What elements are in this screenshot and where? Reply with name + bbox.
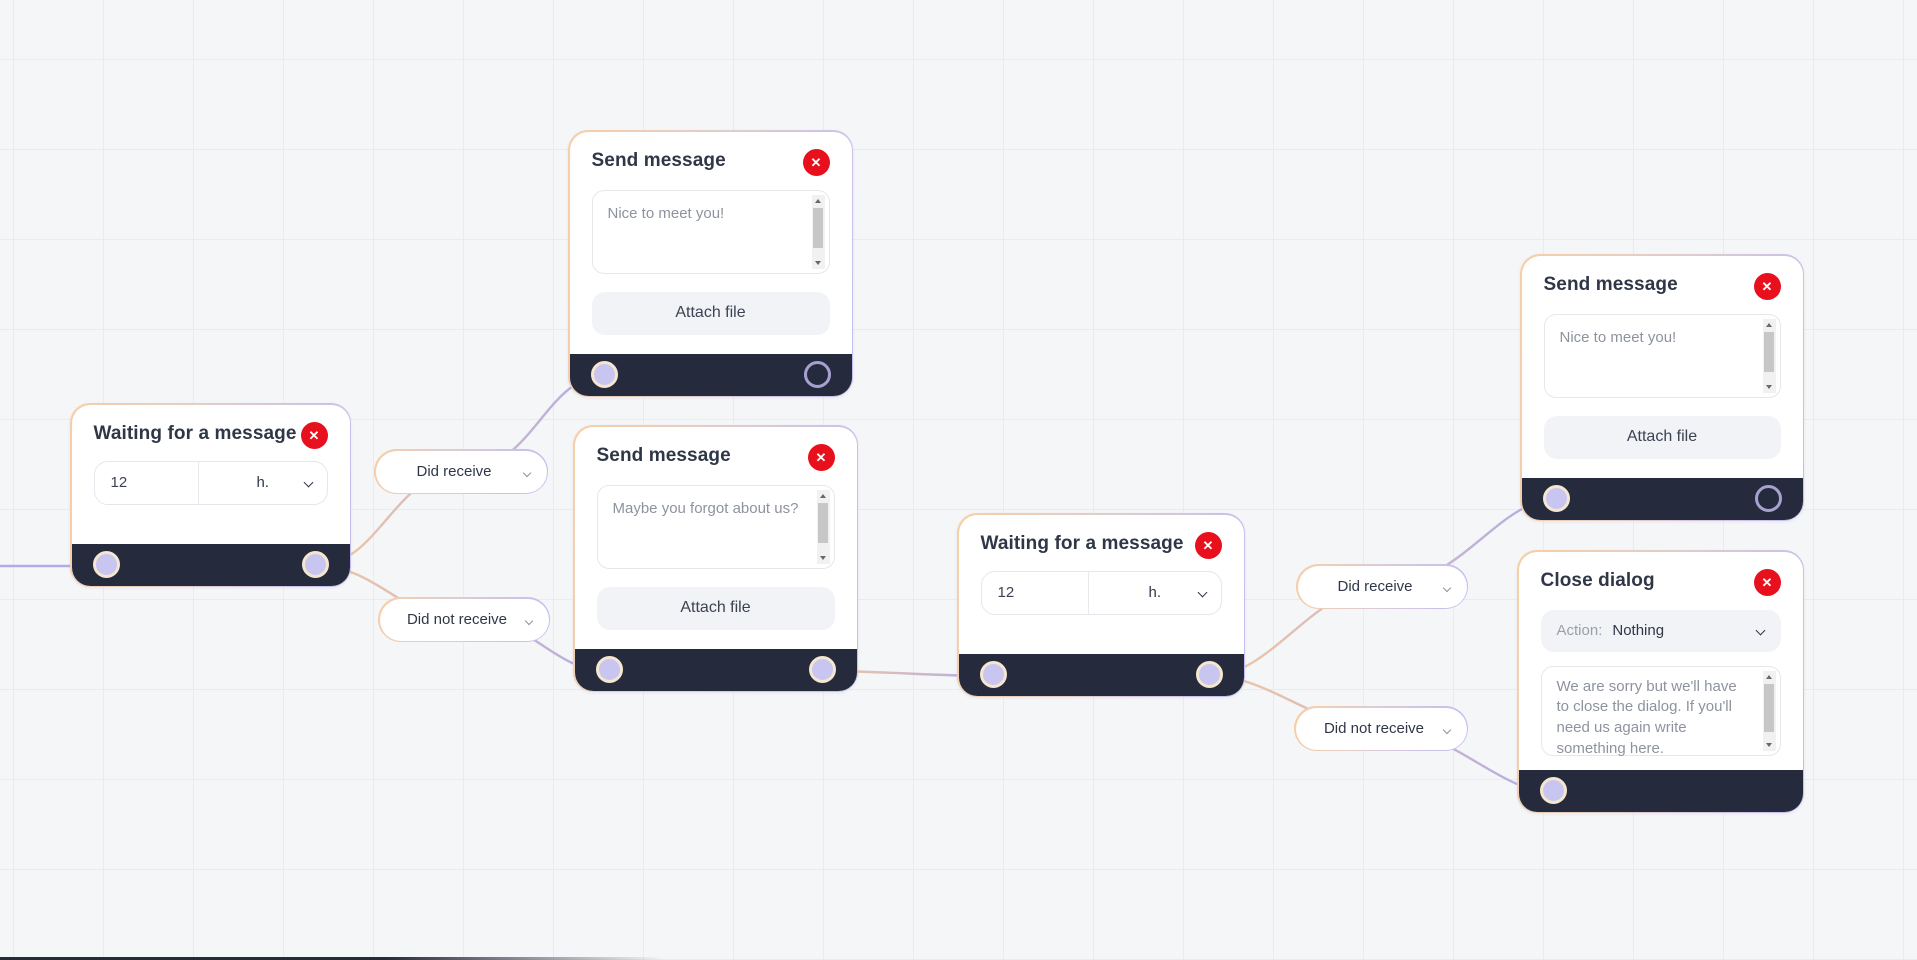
wait-duration-group: h. <box>980 570 1222 615</box>
chevron-down-icon <box>1755 625 1765 636</box>
bottom-window-edge <box>0 957 700 960</box>
node-footer <box>71 543 350 586</box>
message-text: Nice to meet you! <box>607 204 725 222</box>
message-textarea[interactable]: Nice to meet you! <box>1543 313 1781 398</box>
close-node-button[interactable]: ✕ <box>1753 568 1781 596</box>
attach-file-button[interactable]: Attach file <box>1543 415 1781 459</box>
message-textarea[interactable]: Maybe you forgot about us? <box>596 484 835 569</box>
scrollbar[interactable] <box>1762 670 1776 751</box>
scrollbar-thumb[interactable] <box>1764 683 1774 732</box>
node-waiting-for-message-1[interactable]: Waiting for a message ✕ h. <box>70 403 351 587</box>
node-footer <box>569 353 852 396</box>
node-title: Send message <box>591 149 726 171</box>
input-port[interactable] <box>590 361 618 388</box>
chevron-down-icon <box>522 468 531 477</box>
scroll-down-icon[interactable] <box>1762 380 1776 393</box>
node-title: Send message <box>1543 273 1678 295</box>
close-node-button[interactable]: ✕ <box>1753 272 1781 300</box>
duration-unit-value: h. <box>256 474 269 491</box>
chevron-down-icon <box>1197 587 1207 597</box>
node-title: Waiting for a message <box>980 532 1184 554</box>
close-icon: ✕ <box>810 154 822 170</box>
duration-unit-value: h. <box>1148 584 1162 601</box>
close-icon: ✕ <box>815 449 827 465</box>
duration-input[interactable] <box>981 571 1090 614</box>
edge-label-did-not-receive-2[interactable]: Did not receive <box>1294 706 1468 751</box>
message-textarea[interactable]: Nice to meet you! <box>591 189 830 274</box>
output-port[interactable] <box>803 361 831 388</box>
close-icon: ✕ <box>1202 537 1214 553</box>
node-title: Waiting for a message <box>93 422 297 444</box>
message-text: Nice to meet you! <box>1559 328 1677 346</box>
duration-unit-select[interactable]: h. <box>199 462 327 504</box>
edge-label-did-not-receive-1[interactable]: Did not receive <box>378 597 550 642</box>
node-close-dialog[interactable]: Close dialog ✕ Action: Nothing We are so… <box>1517 550 1804 813</box>
scrollbar-thumb[interactable] <box>818 502 828 543</box>
message-textarea[interactable]: We are sorry but we'll have to close the… <box>1540 665 1781 757</box>
scroll-up-icon[interactable] <box>1762 670 1776 683</box>
scrollbar-thumb[interactable] <box>813 207 823 248</box>
chevron-down-icon <box>1442 725 1451 734</box>
chevron-down-icon <box>1442 583 1451 592</box>
duration-input[interactable] <box>94 461 199 504</box>
edge-label-did-receive-1[interactable]: Did receive <box>374 449 548 494</box>
node-send-message-2[interactable]: Send message ✕ Maybe you forgot about us… <box>573 425 858 692</box>
message-text: We are sorry but we'll have to close the… <box>1556 677 1737 757</box>
node-footer <box>958 653 1244 696</box>
node-footer <box>1521 477 1803 520</box>
edge-label-did-receive-2[interactable]: Did receive <box>1296 564 1468 609</box>
input-port[interactable] <box>92 551 120 578</box>
duration-unit-select[interactable]: h. <box>1089 572 1220 614</box>
wait-duration-group: h. <box>93 460 328 505</box>
message-text: Maybe you forgot about us? <box>612 499 799 517</box>
chevron-down-icon <box>524 616 533 625</box>
edge-label-text: Did receive <box>1337 578 1413 595</box>
node-footer <box>574 648 857 691</box>
attach-file-button[interactable]: Attach file <box>596 586 835 630</box>
scroll-up-icon[interactable] <box>1762 318 1776 331</box>
input-port[interactable] <box>1539 777 1567 804</box>
input-port[interactable] <box>979 661 1007 688</box>
close-icon: ✕ <box>1761 278 1773 294</box>
close-node-button[interactable]: ✕ <box>802 148 830 176</box>
action-label: Action: <box>1556 622 1603 639</box>
close-node-button[interactable]: ✕ <box>807 443 835 471</box>
node-waiting-for-message-2[interactable]: Waiting for a message ✕ h. <box>957 513 1245 697</box>
output-port[interactable] <box>1754 485 1782 512</box>
scroll-down-icon[interactable] <box>816 551 830 564</box>
close-icon: ✕ <box>1761 574 1773 590</box>
scroll-down-icon[interactable] <box>1762 738 1776 751</box>
action-value: Nothing <box>1612 622 1665 639</box>
attach-file-button[interactable]: Attach file <box>591 291 830 335</box>
scroll-up-icon[interactable] <box>811 194 825 207</box>
edge-label-text: Did not receive <box>1323 720 1425 737</box>
output-port[interactable] <box>301 551 329 578</box>
input-port[interactable] <box>595 656 623 683</box>
chevron-down-icon <box>303 477 313 487</box>
output-port[interactable] <box>808 656 836 683</box>
node-send-message-1[interactable]: Send message ✕ Nice to meet you! Attach … <box>568 130 853 397</box>
scrollbar[interactable] <box>1762 318 1776 393</box>
output-port[interactable] <box>1195 661 1223 688</box>
scrollbar-thumb[interactable] <box>1764 331 1774 372</box>
input-port[interactable] <box>1542 485 1570 512</box>
close-node-button[interactable]: ✕ <box>1194 531 1222 559</box>
edge-label-text: Did receive <box>416 463 492 480</box>
node-title: Send message <box>596 444 731 466</box>
close-icon: ✕ <box>308 427 320 443</box>
scrollbar[interactable] <box>816 489 830 564</box>
action-select[interactable]: Action: Nothing <box>1540 609 1781 652</box>
node-send-message-3[interactable]: Send message ✕ Nice to meet you! Attach … <box>1520 254 1804 521</box>
close-node-button[interactable]: ✕ <box>300 421 328 449</box>
node-footer <box>1518 769 1803 812</box>
scroll-down-icon[interactable] <box>811 256 825 269</box>
node-title: Close dialog <box>1540 569 1655 591</box>
scroll-up-icon[interactable] <box>816 489 830 502</box>
scrollbar[interactable] <box>811 194 825 269</box>
edge-label-text: Did not receive <box>406 611 508 628</box>
